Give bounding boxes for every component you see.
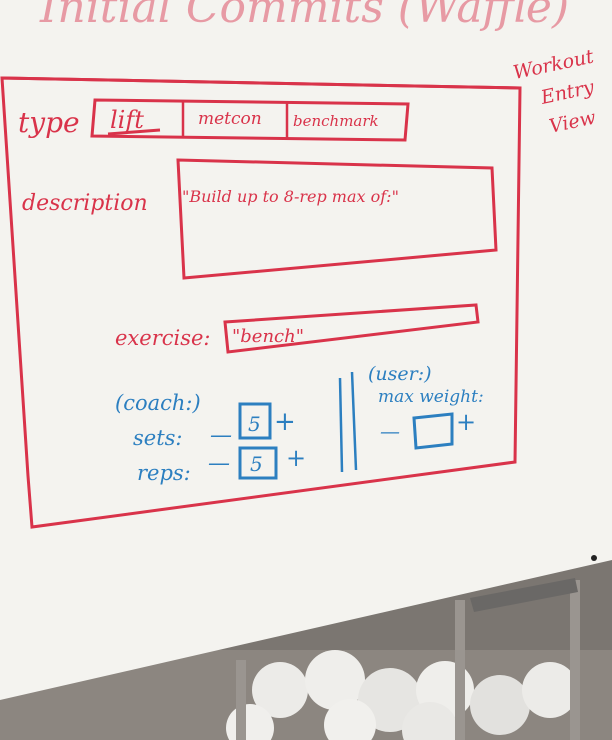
- board-brand-dot: [591, 555, 597, 561]
- type-option-benchmark[interactable]: benchmark: [293, 112, 379, 130]
- max-weight-label: max weight:: [378, 387, 484, 407]
- sets-label: sets:: [133, 426, 183, 450]
- max-weight-increment-button[interactable]: +: [456, 408, 476, 436]
- reps-value: 5: [250, 452, 263, 476]
- header-title: Initial Commits (Waffle): [39, 0, 569, 33]
- max-weight-input[interactable]: [412, 412, 454, 450]
- whiteboard: [0, 0, 612, 700]
- sets-value: 5: [248, 412, 261, 436]
- board-stand: [236, 580, 580, 740]
- max-weight-decrement-button[interactable]: —: [380, 419, 400, 443]
- reps-input[interactable]: [238, 446, 278, 480]
- type-label: type: [18, 106, 80, 139]
- reps-label: reps:: [137, 461, 191, 485]
- sets-input[interactable]: [238, 402, 272, 440]
- marker-tray: [470, 578, 578, 612]
- reps-decrement-button[interactable]: —: [208, 451, 230, 476]
- exercise-value: "bench": [232, 326, 304, 347]
- sets-increment-button[interactable]: +: [274, 407, 296, 437]
- sets-decrement-button[interactable]: —: [210, 423, 232, 448]
- description-label: description: [22, 191, 148, 216]
- selected-underline: [107, 128, 161, 136]
- type-option-metcon[interactable]: metcon: [198, 109, 262, 129]
- user-label: (user:): [368, 363, 432, 385]
- description-textarea[interactable]: [176, 158, 498, 280]
- coach-label: (coach:): [115, 391, 201, 415]
- description-value: "Build up to 8-rep max of:": [182, 187, 399, 206]
- reps-increment-button[interactable]: +: [286, 444, 306, 472]
- exercise-input[interactable]: [223, 303, 480, 354]
- exercise-label: exercise:: [115, 326, 211, 350]
- section-divider: [338, 371, 358, 473]
- type-option-lift[interactable]: lift: [110, 106, 144, 134]
- type-segmented-control[interactable]: lift metcon benchmark: [90, 98, 410, 142]
